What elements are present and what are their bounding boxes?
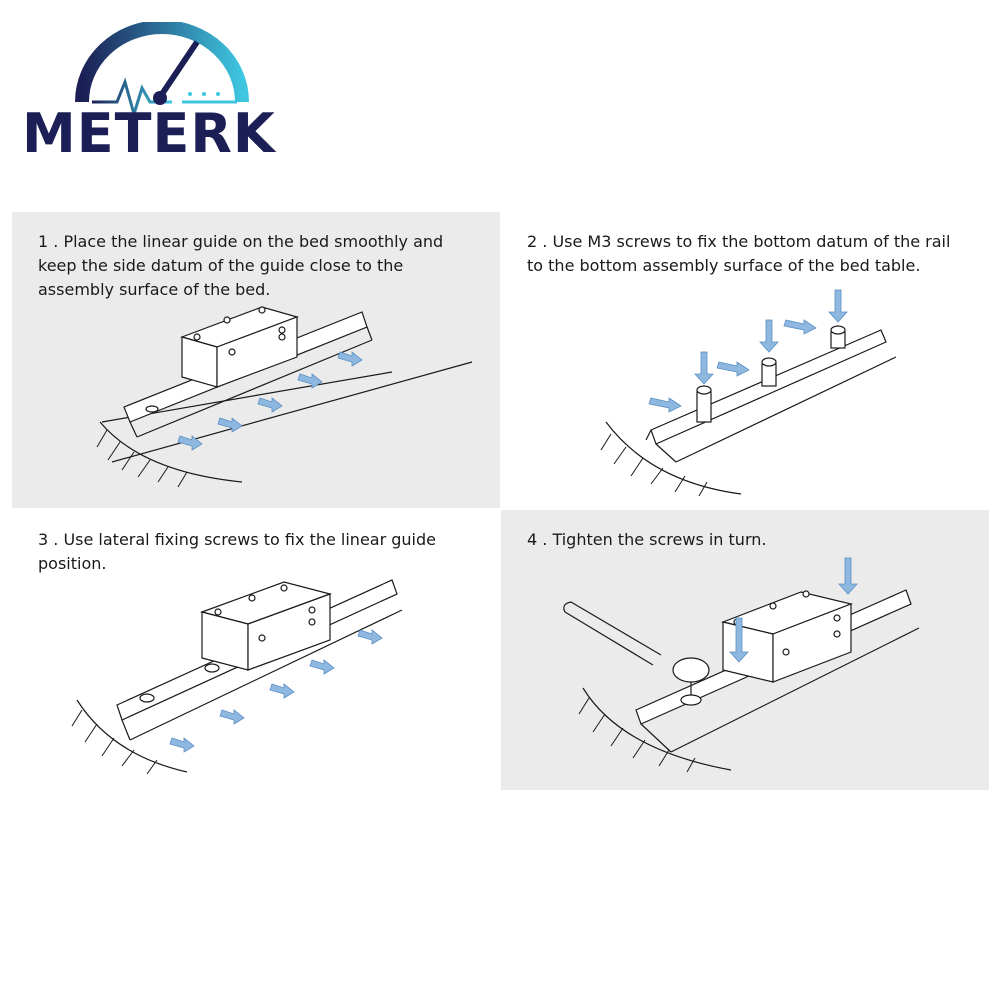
step-2-panel: 2 . Use M3 screws to fix the bottom datu… [501,212,989,508]
brand-name: METERK [22,102,276,165]
step-2-caption: 2 . Use M3 screws to fix the bottom datu… [527,232,951,275]
step-2-illustration [600,289,897,497]
blue-arrows [648,289,848,413]
step-3-panel: 3 . Use lateral fixing screws to fix the… [12,510,500,790]
step-3-caption: 3 . Use lateral fixing screws to fix the… [38,530,436,573]
gauge-icon [52,20,272,120]
step-1-caption: 1 . Place the linear guide on the bed sm… [38,232,444,299]
blue-arrows [169,629,383,753]
wrench-tool [563,601,710,706]
blue-arrows [729,557,858,663]
step-1-illustration [96,306,473,488]
step-4-panel: 4 . Tighten the screws in turn. [501,510,989,790]
blue-arrows [177,351,363,451]
screws [696,325,846,423]
step-4-illustration [563,557,920,773]
meterk-logo [22,20,302,172]
step-4-caption: 4 . Tighten the screws in turn. [527,530,767,549]
step-1-panel: 1 . Place the linear guide on the bed sm… [12,212,500,508]
step-3-illustration [71,579,403,775]
